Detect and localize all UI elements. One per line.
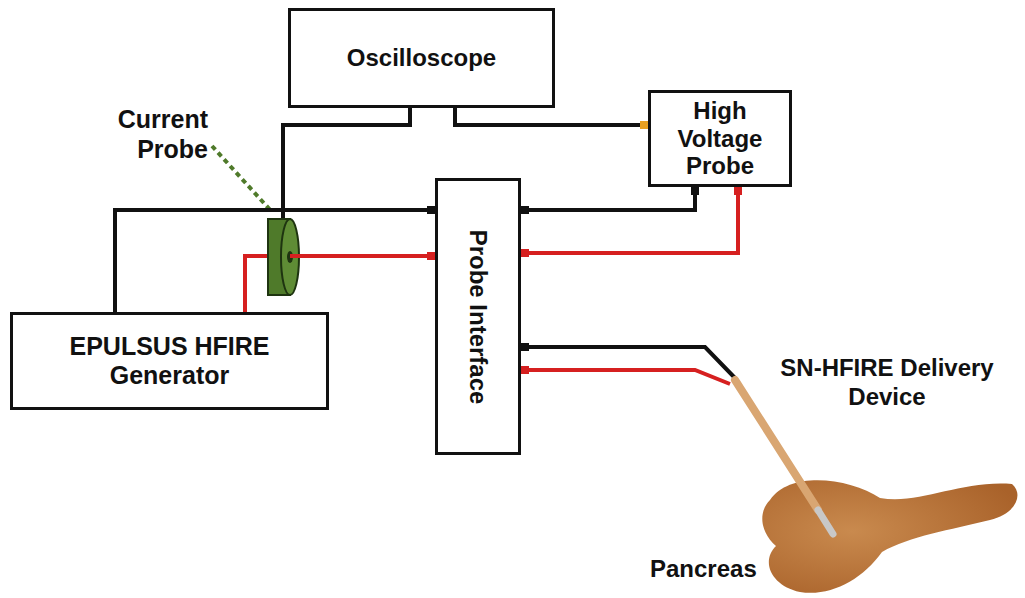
wire-connector [521, 187, 742, 257]
organ-label: Pancreas [650, 555, 762, 584]
terminal [734, 187, 742, 195]
wire-connector [455, 108, 648, 129]
probe-box: High Voltage Probe [648, 90, 792, 187]
part-label: SN-HFIRE Delivery Device [762, 354, 1012, 412]
wire-through-probe [290, 254, 300, 258]
terminal [640, 121, 648, 129]
wire-line [521, 187, 738, 253]
part-label: Current Probe [86, 104, 208, 164]
wire-connector [115, 206, 435, 312]
terminal [427, 252, 435, 260]
box-text: Probe Interface [464, 190, 492, 443]
needle-tip [818, 510, 833, 534]
delivery-needle [735, 380, 818, 510]
device-wire-red [529, 370, 730, 384]
terminal [691, 187, 699, 195]
terminal [521, 206, 529, 214]
box-text: EPULSUS HFIRE Generator [20, 332, 319, 390]
generator-box: EPULSUS HFIRE Generator [10, 312, 329, 410]
scope-wire [283, 108, 410, 220]
interface-box: Probe Interface [435, 178, 521, 455]
box-text: High Voltage Probe [658, 97, 782, 180]
current-probe-face [281, 219, 299, 295]
terminal [427, 206, 435, 214]
pancreas-organ [762, 480, 1017, 593]
terminal [521, 366, 529, 374]
wire-line [455, 108, 648, 125]
box-text: Oscilloscope [347, 44, 496, 72]
terminal [521, 343, 529, 351]
terminal [521, 249, 529, 257]
oscilloscope-box: Oscilloscope [288, 8, 555, 108]
leader-line [212, 146, 272, 212]
wire-line [115, 210, 435, 312]
wire-connector [521, 187, 699, 214]
wire-line [521, 187, 695, 210]
